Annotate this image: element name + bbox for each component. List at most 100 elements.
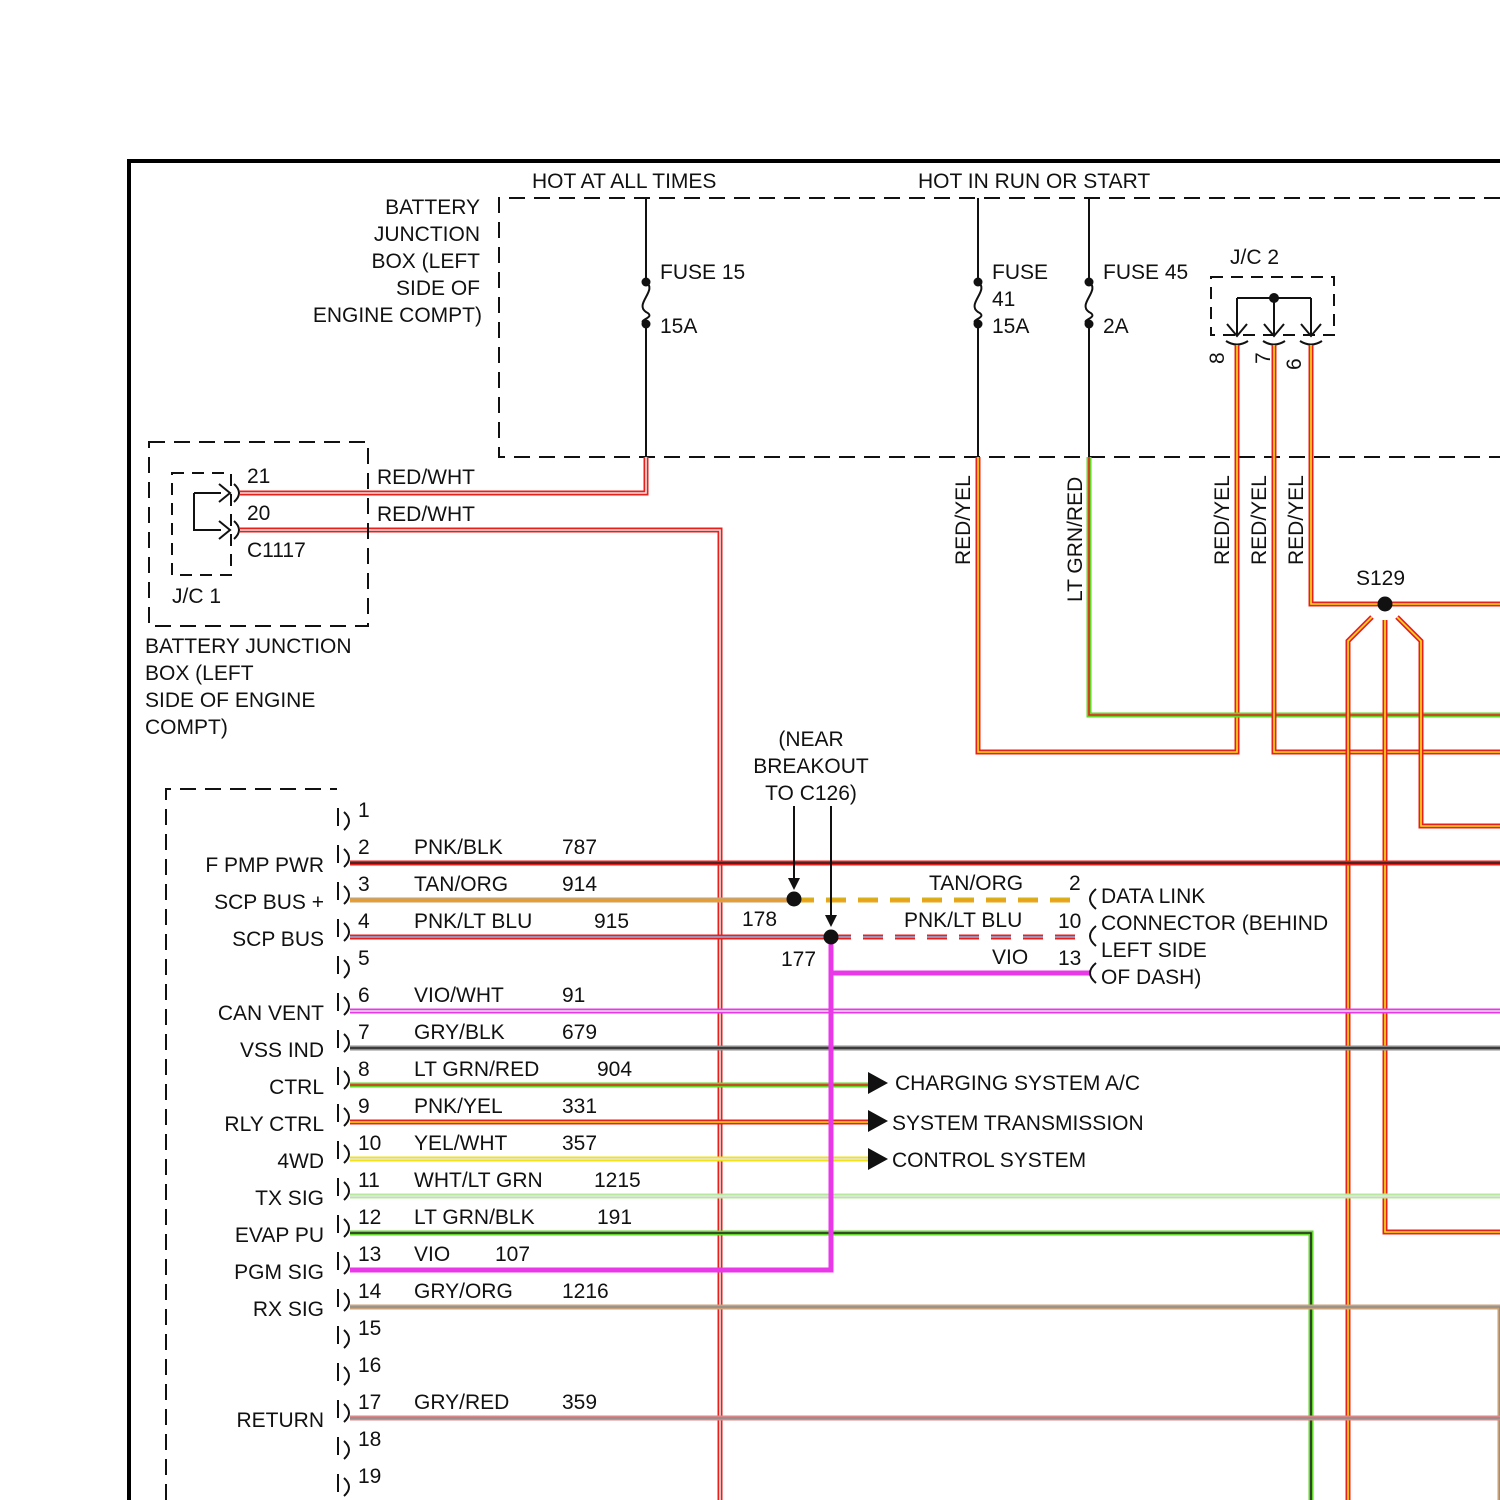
pcm-pin-terminal xyxy=(344,1293,349,1311)
jc2-7-wire-color: RED/YEL xyxy=(1248,475,1271,565)
pcm-wire-color: GRY/RED xyxy=(414,1391,509,1414)
pcm-pin-number: 9 xyxy=(358,1095,370,1118)
pcm-pin-row: 5 xyxy=(338,947,370,978)
pcm-pin-number: 3 xyxy=(358,873,370,896)
pcm-circuit-number: 357 xyxy=(562,1132,597,1155)
pcm-pin-terminal xyxy=(344,1478,349,1496)
svg-text:BATTERY: BATTERY xyxy=(385,196,480,219)
fuse-41-number: 41 xyxy=(992,288,1015,311)
pcm-circuit-number: 904 xyxy=(597,1058,632,1081)
dlc-wire-13-color: VIO xyxy=(992,946,1028,969)
svg-text:BOX (LEFT: BOX (LEFT xyxy=(371,250,480,273)
jc2-8-wire-color: RED/YEL xyxy=(1211,475,1234,565)
pcm-pin-number: 18 xyxy=(358,1428,381,1451)
dlc-wire-2-color: TAN/ORG xyxy=(929,872,1023,895)
pcm-wire-color: TAN/ORG xyxy=(414,873,508,896)
wire-pin12-ltgrn-blk xyxy=(350,1233,1311,1500)
pcm-pin-number: 6 xyxy=(358,984,370,1007)
pcm-pin-terminal xyxy=(344,1182,349,1200)
dlc-wire-10-color: PNK/LT BLU xyxy=(904,909,1022,932)
svg-text:SIDE OF: SIDE OF xyxy=(396,277,480,300)
pcm-pin-terminal xyxy=(344,960,349,978)
dest-arrow-2 xyxy=(868,1110,888,1132)
pcm-signal-name: RETURN xyxy=(237,1409,325,1432)
pcm-wire-color: LT GRN/BLK xyxy=(414,1206,535,1229)
splice-177-label: 177 xyxy=(781,948,816,971)
dest-control: CONTROL SYSTEM xyxy=(892,1149,1086,1172)
pcm-wire-color: GRY/ORG xyxy=(414,1280,513,1303)
pcm-signal-name: TX SIG xyxy=(255,1187,324,1210)
pcm-circuit-number: 915 xyxy=(594,910,629,933)
pcm-wire-color: PNK/BLK xyxy=(414,836,503,859)
pcm-pin-terminal xyxy=(344,1219,349,1237)
pcm-pin-number: 16 xyxy=(358,1354,381,1377)
fuse-41: FUSE 41 15A xyxy=(974,198,1049,457)
svg-text:JUNCTION: JUNCTION xyxy=(374,223,480,246)
pcm-pin-terminal xyxy=(344,923,349,941)
pcm-pin-row: 1 xyxy=(338,799,370,830)
pcm-circuit-number: 787 xyxy=(562,836,597,859)
destinations: CHARGING SYSTEM A/C SYSTEM TRANSMISSION … xyxy=(868,1072,1144,1172)
pcm-pin-terminal xyxy=(344,1145,349,1163)
pcm-pin-row: 16 xyxy=(338,1354,381,1385)
pcm-pin-number: 11 xyxy=(358,1169,380,1192)
jc1-connector: 21 20 C1117 J/C 1 RED/WHT RED/WHT xyxy=(149,442,475,626)
dlc-label-line1: DATA LINK xyxy=(1101,885,1205,908)
pcm-pin-terminal xyxy=(344,1404,349,1422)
pcm-pin-row: 15 xyxy=(338,1317,381,1348)
breakout-arrows xyxy=(788,806,837,927)
pcm-circuit-number: 1216 xyxy=(562,1280,609,1303)
pcm-wire-color: GRY/BLK xyxy=(414,1021,505,1044)
hot-at-all-times-label: HOT AT ALL TIMES xyxy=(532,170,716,193)
pcm-circuit-number: 359 xyxy=(562,1391,597,1414)
pcm-pin-number: 15 xyxy=(358,1317,381,1340)
pcm-pin-number: 13 xyxy=(358,1243,381,1266)
pcm-wire-color: PNK/YEL xyxy=(414,1095,503,1118)
pcm-circuit-number: 1215 xyxy=(594,1169,641,1192)
pcm-wire-color: WHT/LT GRN xyxy=(414,1169,543,1192)
svg-text:BOX (LEFT: BOX (LEFT xyxy=(145,662,254,685)
pcm-circuit-number: 914 xyxy=(562,873,597,896)
pcm-pin-terminal xyxy=(344,1256,349,1274)
pcm-pin-terminal xyxy=(344,1330,349,1348)
wire-20-color: RED/WHT xyxy=(377,503,475,526)
pcm-pin-number: 1 xyxy=(358,799,370,822)
pcm-wire-color: VIO xyxy=(414,1243,450,1266)
svg-text:COMPT): COMPT) xyxy=(145,716,228,739)
pcm-signal-name: SCP BUS xyxy=(232,928,324,951)
jc1-pin-21: 21 xyxy=(247,465,270,488)
svg-text:BATTERY JUNCTION: BATTERY JUNCTION xyxy=(145,635,352,658)
pcm-wire-color: VIO/WHT xyxy=(414,984,504,1007)
wire-jc2-6-red-yel xyxy=(1311,345,1500,604)
pcm-signal-name: EVAP PU xyxy=(235,1224,324,1247)
pcm-signal-name: F PMP PWR xyxy=(205,854,324,877)
jc1-pin-20: 20 xyxy=(247,502,270,525)
c1117-label: C1117 xyxy=(247,539,306,562)
svg-text:(NEAR: (NEAR xyxy=(778,728,843,751)
pcm-signal-name: 4WD xyxy=(277,1150,324,1173)
hot-in-run-or-start-label: HOT IN RUN OR START xyxy=(918,170,1150,193)
pcm-signal-name: SCP BUS + xyxy=(214,891,324,914)
pcm-signal-name: VSS IND xyxy=(240,1039,324,1062)
bjb-top-label: BATTERY JUNCTION BOX (LEFT SIDE OF ENGIN… xyxy=(313,196,482,327)
pcm-circuit-number: 679 xyxy=(562,1021,597,1044)
pcm-wire-color: YEL/WHT xyxy=(414,1132,508,1155)
dlc-pin-10: 10 xyxy=(1058,910,1081,933)
fuse-15-amp: 15A xyxy=(660,315,697,338)
pcm-pin-row: 9RLY CTRLPNK/YEL331 xyxy=(224,1095,597,1136)
dlc-pin-13: 13 xyxy=(1058,947,1081,970)
pcm-pin-number: 19 xyxy=(358,1465,381,1488)
pcm-pin-terminal xyxy=(344,812,349,830)
pcm-pin-number: 14 xyxy=(358,1280,382,1303)
pcm-signal-name: PGM SIG xyxy=(234,1261,324,1284)
